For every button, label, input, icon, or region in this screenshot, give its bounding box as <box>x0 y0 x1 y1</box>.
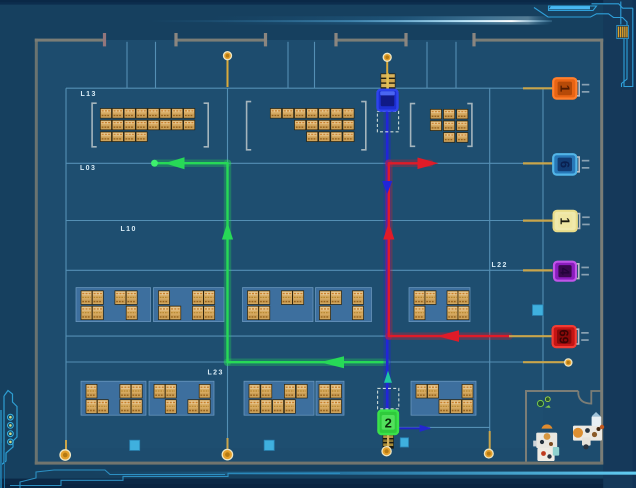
svg-text:L10: L10 <box>121 226 137 233</box>
svg-text:L22: L22 <box>492 262 508 269</box>
svg-text:L03: L03 <box>80 165 96 172</box>
svg-text:1: 1 <box>557 85 572 92</box>
svg-text:6: 6 <box>557 161 572 168</box>
svg-text:L23: L23 <box>208 370 224 377</box>
svg-text:2: 2 <box>385 415 392 430</box>
svg-text:L13: L13 <box>81 91 97 98</box>
svg-text:69: 69 <box>557 329 572 343</box>
svg-text:4: 4 <box>558 268 573 276</box>
svg-text:1: 1 <box>558 217 573 224</box>
